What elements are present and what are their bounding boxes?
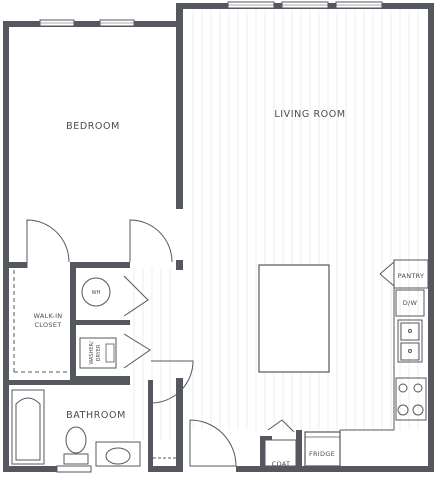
bedroom-label: BEDROOM — [66, 121, 120, 132]
doors — [26, 219, 237, 467]
coat-label: COAT — [272, 460, 291, 468]
coat-closet — [264, 439, 297, 467]
interior-walls — [3, 3, 302, 472]
bathroom-fixtures — [11, 389, 176, 467]
kitchen-island — [258, 264, 330, 373]
living-room-label: LIVING ROOM — [274, 109, 345, 120]
outer-walls — [3, 3, 434, 472]
windows — [39, 1, 383, 473]
dishwasher-label: D/W — [403, 299, 418, 307]
closet-label: CLOSET — [34, 321, 61, 329]
bathroom-label: BATHROOM — [66, 410, 126, 421]
washer-label: WASHER/ — [89, 341, 95, 365]
closet-shelving — [13, 270, 68, 373]
fridge-label: FRIDGE — [309, 450, 335, 458]
water-heater-label: WH — [92, 290, 101, 296]
fridge — [304, 431, 341, 467]
water-heater — [81, 277, 111, 307]
dryer-label: DRYER — [96, 344, 102, 361]
labels: BEDROOM LIVING ROOM WALK-IN CLOSET BATHR… — [34, 109, 425, 468]
walk-in-label: WALK-IN — [34, 312, 63, 320]
kitchen-counter — [339, 259, 429, 466]
pantry-label: PANTRY — [398, 272, 425, 280]
